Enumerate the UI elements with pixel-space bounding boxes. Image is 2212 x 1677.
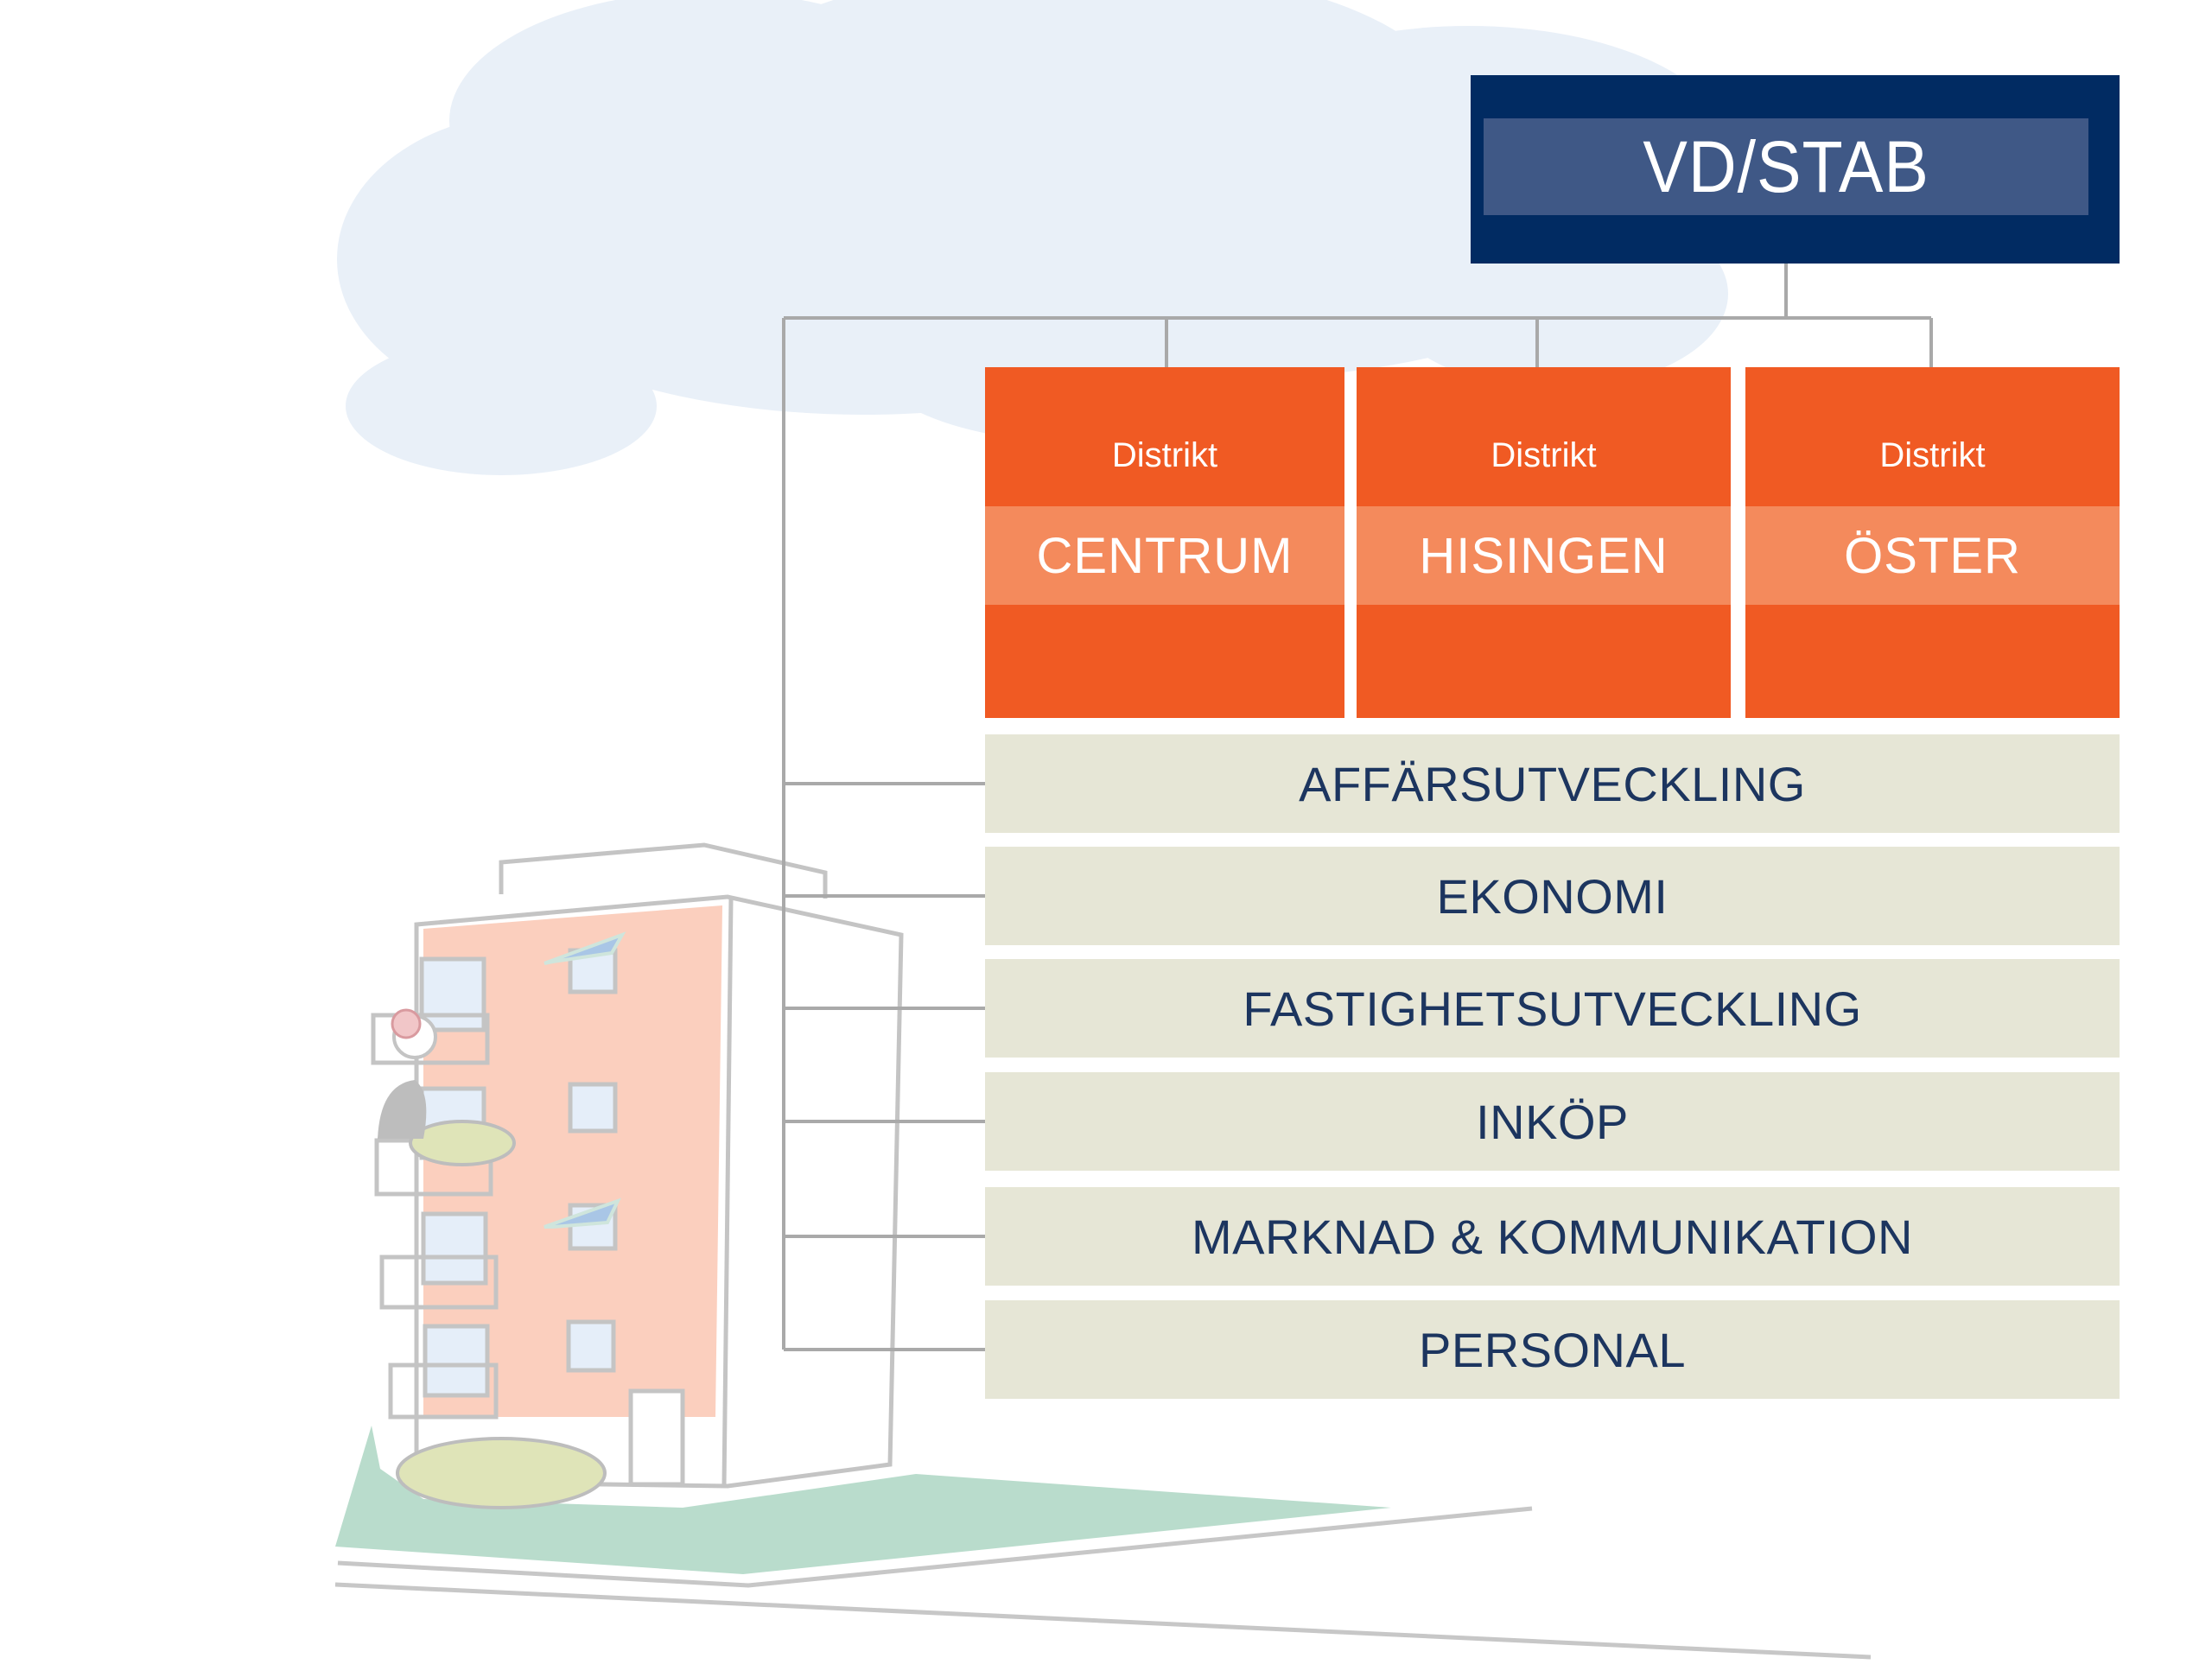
district-name: CENTRUM <box>1036 527 1294 584</box>
department-label: EKONOMI <box>1436 868 1669 924</box>
department-label: AFFÄRSUTVECKLING <box>1299 756 1806 811</box>
building-illustration <box>371 842 904 1509</box>
department-node-marknad-kommunikation: MARKNAD & KOMMUNIKATION <box>985 1187 2120 1286</box>
vd-stab-node: VD/STAB <box>1471 75 2120 264</box>
department-node-affarsutveckling: AFFÄRSUTVECKLING <box>985 734 2120 833</box>
org-connectors <box>782 264 1933 1351</box>
district-prefix: Distrikt <box>1879 436 1986 474</box>
department-label: MARKNAD & KOMMUNIKATION <box>1192 1209 1913 1264</box>
department-node-inkop: INKÖP <box>985 1072 2120 1171</box>
road-line <box>337 1506 1533 1588</box>
lawn-illustration <box>335 1426 1391 1574</box>
district-band: HISINGEN <box>1357 506 1731 605</box>
district-node-centrum: Distrikt CENTRUM <box>985 367 1344 718</box>
district-band: ÖSTER <box>1745 506 2120 605</box>
district-node-hisingen: Distrikt HISINGEN <box>1357 367 1731 718</box>
department-node-fastighetsutveckling: FASTIGHETSUTVECKLING <box>985 959 2120 1058</box>
department-node-ekonomi: EKONOMI <box>985 847 2120 945</box>
department-label: PERSONAL <box>1419 1322 1686 1377</box>
department-label: INKÖP <box>1476 1094 1629 1149</box>
district-prefix: Distrikt <box>1491 436 1597 474</box>
vd-stab-band: VD/STAB <box>1484 118 2088 215</box>
district-name: HISINGEN <box>1419 527 1669 584</box>
road-line <box>334 1582 1872 1660</box>
district-prefix: Distrikt <box>1111 436 1218 474</box>
department-label: FASTIGHETSUTVECKLING <box>1243 981 1862 1036</box>
department-node-personal: PERSONAL <box>985 1300 2120 1399</box>
district-name: ÖSTER <box>1844 527 2021 584</box>
vd-stab-label: VD/STAB <box>1643 125 1929 207</box>
district-node-oster: Distrikt ÖSTER <box>1745 367 2120 718</box>
cloud-illustration <box>337 0 1728 475</box>
district-band: CENTRUM <box>985 506 1344 605</box>
